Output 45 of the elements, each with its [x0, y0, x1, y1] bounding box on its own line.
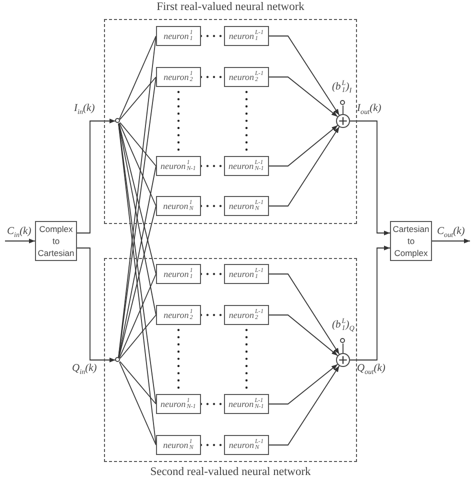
connector-line	[120, 361, 156, 404]
summation-circle	[336, 114, 350, 128]
connector-line	[118, 36, 156, 120]
signal-label: C$_{in}$(k)	[7, 226, 32, 239]
connector-line	[120, 314, 156, 359]
signal-label: Q$_{out}$(k)	[357, 363, 386, 376]
connector-line	[118, 362, 156, 446]
converter-block: Cartesian to Complex	[390, 221, 432, 261]
connector-line	[342, 105, 344, 114]
connector-line	[120, 76, 156, 120]
bias-label: (b$_{1}$$^{L}$)$_{I}$	[332, 80, 352, 94]
bias-label: (b$_{1}$$^{L}$)$_{Q}$	[332, 318, 354, 332]
connector-line	[118, 122, 156, 274]
arrow	[76, 248, 116, 362]
bias-input-circle	[340, 338, 346, 344]
bias-input-circle	[340, 100, 346, 106]
arrow	[268, 364, 338, 404]
group-heading: First real-valued neural network	[156, 1, 306, 13]
arrow	[268, 36, 340, 116]
junction-circle	[115, 357, 120, 362]
arrow	[350, 246, 390, 360]
signal-label: C$_{out}$(k)	[437, 226, 465, 239]
converter-block: Complex to Cartesian	[35, 221, 77, 261]
connector-line	[118, 274, 156, 358]
arrow	[268, 76, 338, 118]
group-heading: Second real-valued neural network	[149, 466, 312, 478]
connector-line	[118, 206, 156, 358]
arrow	[268, 126, 340, 206]
connector-line	[118, 122, 156, 316]
arrow	[268, 314, 338, 356]
arrow	[350, 120, 390, 236]
arrow	[76, 118, 116, 234]
signal-label: I$_{out}$(k)	[357, 103, 382, 116]
signal-label: I$_{in}$(k)	[74, 103, 95, 116]
arrow	[268, 274, 340, 355]
arrow	[432, 238, 470, 244]
arrow	[268, 365, 340, 446]
signal-label: Q$_{in}$(k)	[72, 363, 97, 376]
arrow	[4, 238, 36, 244]
connector-line	[120, 122, 156, 166]
arrow	[268, 124, 338, 166]
connector-line	[118, 122, 156, 206]
junction-circle	[115, 118, 120, 124]
connector-line	[342, 343, 344, 354]
summation-circle	[336, 352, 350, 367]
